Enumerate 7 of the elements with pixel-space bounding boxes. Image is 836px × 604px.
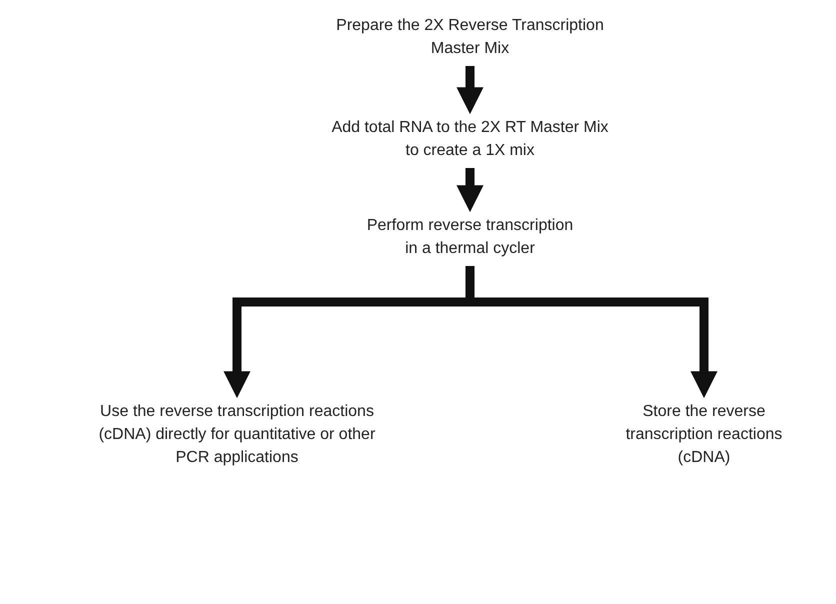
step-text: Add total RNA to the 2X RT Master Mix to create a 1X mix [330, 118, 610, 161]
arrow [456, 66, 484, 114]
step-text: Perform reverse transcription in a thermal cycler [366, 216, 574, 259]
step-text: Store the reverse transcription reactions (cDNA) [624, 402, 784, 468]
arrow [456, 168, 484, 212]
step-text: Use the reverse transcription reactions (cDNA) directly for quantitative or other PCR applications [98, 402, 376, 468]
step-text: Prepare the 2X Reverse Transcription Master Mix [335, 16, 605, 59]
